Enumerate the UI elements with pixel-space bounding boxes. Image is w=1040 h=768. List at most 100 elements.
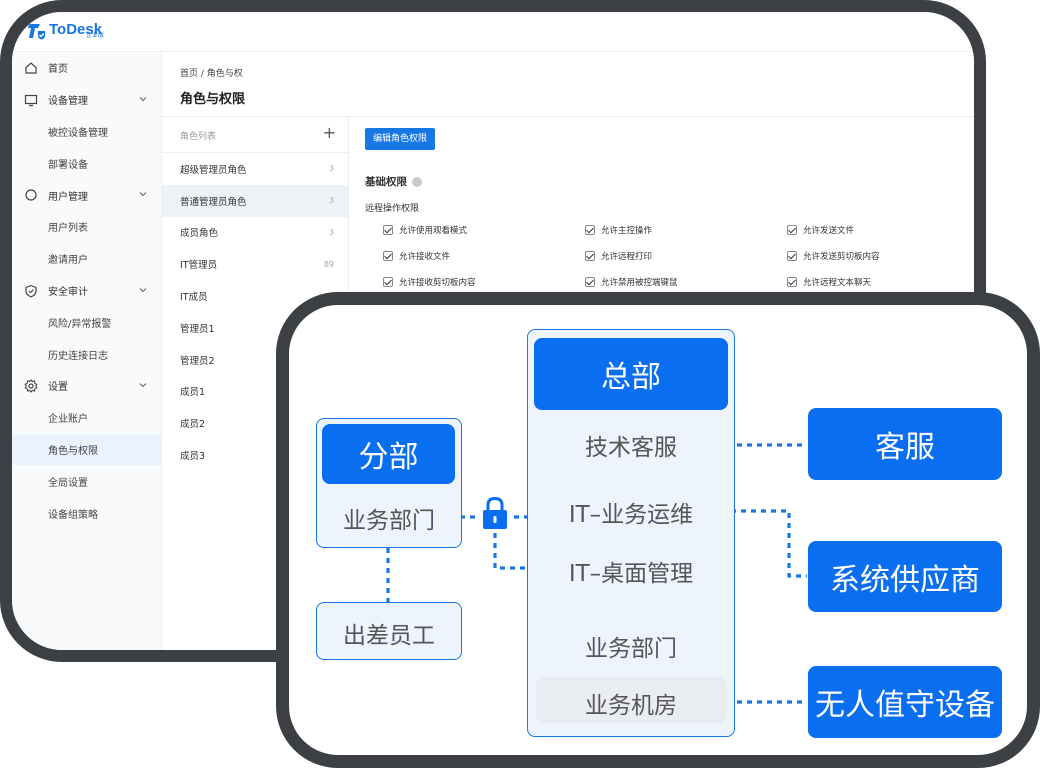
sidebar-item-label: 首页: [48, 64, 68, 76]
edit-role-permissions-button[interactable]: 编辑角色权限: [365, 128, 436, 150]
sidebar-item-device-management[interactable]: 设备管理: [12, 84, 161, 116]
sidebar-item-label: 安全审计: [48, 286, 88, 298]
sidebar-item-security-audit[interactable]: 安全审计: [12, 275, 161, 307]
sidebar-item-user-list[interactable]: 用户列表: [12, 211, 161, 243]
role-item[interactable]: 普通管理员角色 3: [162, 184, 348, 217]
org-diagram-window: 总部 技术客服 IT–业务运维 IT–桌面管理 业务部门 业务机房 分部 业务部…: [276, 292, 1040, 768]
sidebar-item-label: 历史连接日志: [48, 350, 108, 362]
role-count: 3: [328, 196, 334, 206]
hq-box: 总部: [534, 338, 728, 410]
sidebar-item-label: 角色与权限: [48, 445, 98, 457]
sidebar-item-roles-permissions[interactable]: 角色与权限: [12, 433, 161, 466]
lock-icon: [483, 496, 507, 529]
role-item[interactable]: IT成员: [162, 280, 348, 312]
sidebar-item-label: 企业账户: [48, 414, 88, 426]
sidebar-item-risk-alerts[interactable]: 风险/异常报警: [12, 306, 161, 338]
permission-checkbox[interactable]: 允许禁用被控端键鼠: [585, 275, 787, 288]
add-role-button[interactable]: +: [322, 123, 336, 142]
hq-item-machine-room: 业务机房: [585, 693, 677, 719]
sidebar-item-settings[interactable]: 设置: [12, 370, 161, 402]
checkbox-checked-icon[interactable]: [383, 276, 393, 287]
sidebar-item-enterprise-account[interactable]: 企业账户: [12, 402, 161, 434]
permission-checkbox[interactable]: 允许接收文件: [383, 249, 585, 262]
sidebar-item-global-settings[interactable]: 全局设置: [12, 465, 161, 497]
role-item[interactable]: 管理员1: [162, 312, 348, 344]
user-icon: [25, 189, 37, 201]
breadcrumb[interactable]: 首页 / 角色与权: [180, 69, 243, 79]
checkbox-checked-icon[interactable]: [585, 224, 595, 235]
role-name: 成员2: [180, 419, 206, 431]
home-icon: [25, 62, 37, 74]
permission-checkbox[interactable]: 允许发送剪切板内容: [787, 249, 943, 262]
role-item[interactable]: 管理员2: [162, 344, 348, 376]
permission-label: 允许远程文本聊天: [803, 277, 872, 288]
sidebar-item-label: 用户列表: [48, 223, 88, 235]
permission-label: 允许禁用被控端键鼠: [601, 277, 678, 288]
sidebar-item-user-management[interactable]: 用户管理: [12, 179, 161, 211]
role-name: 成员3: [180, 451, 206, 463]
permission-checkbox[interactable]: 允许主控操作: [585, 223, 787, 236]
role-item[interactable]: 成员2: [162, 407, 348, 439]
gear-icon: [24, 379, 38, 393]
monitor-icon: [24, 94, 38, 106]
permission-checkbox[interactable]: 允许使用观看模式: [383, 223, 585, 236]
sidebar-item-device-group-policy[interactable]: 设备组策略: [12, 497, 161, 529]
checkbox-checked-icon[interactable]: [383, 224, 393, 235]
role-name: 管理员1: [180, 323, 215, 335]
sidebar-item-deploy-devices[interactable]: 部署设备: [12, 147, 161, 179]
hq-item-it-ops: IT–业务运维: [568, 502, 694, 528]
permission-label: 允许主控操作: [601, 225, 653, 236]
role-name: 成员角色: [180, 228, 219, 240]
checkbox-checked-icon[interactable]: [383, 250, 393, 261]
permission-label: 允许接收剪切板内容: [399, 277, 476, 288]
hq-item-it-desktop: IT–桌面管理: [568, 561, 694, 587]
chevron-down-icon: [139, 96, 147, 102]
section-title: 基础权限: [365, 176, 407, 188]
help-icon[interactable]: [412, 176, 422, 187]
checkbox-checked-icon[interactable]: [787, 276, 797, 287]
permission-checkbox[interactable]: 允许远程文本聊天: [787, 275, 943, 288]
checkbox-checked-icon[interactable]: [787, 250, 797, 261]
role-list-title: 角色列表: [180, 132, 217, 142]
remote-operation-title: 远程操作权限: [365, 204, 420, 214]
permission-checkbox[interactable]: 允许远程打印: [585, 249, 787, 262]
checkbox-checked-icon[interactable]: [585, 276, 595, 287]
permission-label: 允许发送文件: [803, 225, 855, 236]
connector-ops-supplier: [701, 509, 807, 578]
permission-checkbox[interactable]: 允许发送文件: [787, 223, 943, 236]
brand-name: ToDesk: [49, 21, 103, 38]
chevron-down-icon: [139, 383, 147, 388]
page-title: 角色与权限: [180, 92, 246, 107]
checkbox-checked-icon[interactable]: [585, 250, 595, 261]
sidebar-item-connection-log[interactable]: 历史连接日志: [12, 338, 161, 370]
todesk-logo-icon: [28, 24, 45, 40]
permission-checkbox[interactable]: 允许接收剪切板内容: [383, 275, 585, 288]
role-name: 管理员2: [180, 355, 215, 367]
permission-grid: 允许使用观看模式 允许主控操作 允许发送文件 允许接收文件 允许远程打印 允许发…: [383, 223, 943, 288]
sidebar-item-label: 部署设备: [48, 159, 88, 171]
sidebar-item-label: 设置: [48, 382, 68, 394]
sidebar-item-invite-user[interactable]: 邀请用户: [12, 243, 161, 275]
hq-item-machine-room-bg: [536, 677, 726, 723]
brand-edition: 企业版: [86, 32, 105, 39]
hq-item-business-dept: 业务部门: [585, 636, 677, 662]
role-count: 89: [323, 259, 334, 269]
connector-lines: [386, 443, 807, 704]
role-item[interactable]: 成员3: [162, 439, 348, 471]
hq-item-tech-support: 技术客服: [585, 435, 677, 461]
chevron-down-icon: [139, 287, 147, 292]
system-supplier-box: 系统供应商: [808, 541, 1002, 612]
sidebar-item-controlled-devices[interactable]: 被控设备管理: [12, 116, 161, 148]
role-list-header: 角色列表 +: [162, 117, 348, 153]
role-item[interactable]: 成员1: [162, 376, 348, 408]
role-name: 普通管理员角色: [180, 196, 247, 208]
checkbox-checked-icon[interactable]: [787, 224, 797, 235]
branch-box: 分部: [322, 424, 455, 484]
sidebar-item-home[interactable]: 首页: [12, 52, 161, 84]
shield-icon: [25, 284, 37, 298]
permission-label: 允许远程打印: [601, 251, 653, 262]
sidebar-item-label: 风险/异常报警: [48, 318, 112, 330]
